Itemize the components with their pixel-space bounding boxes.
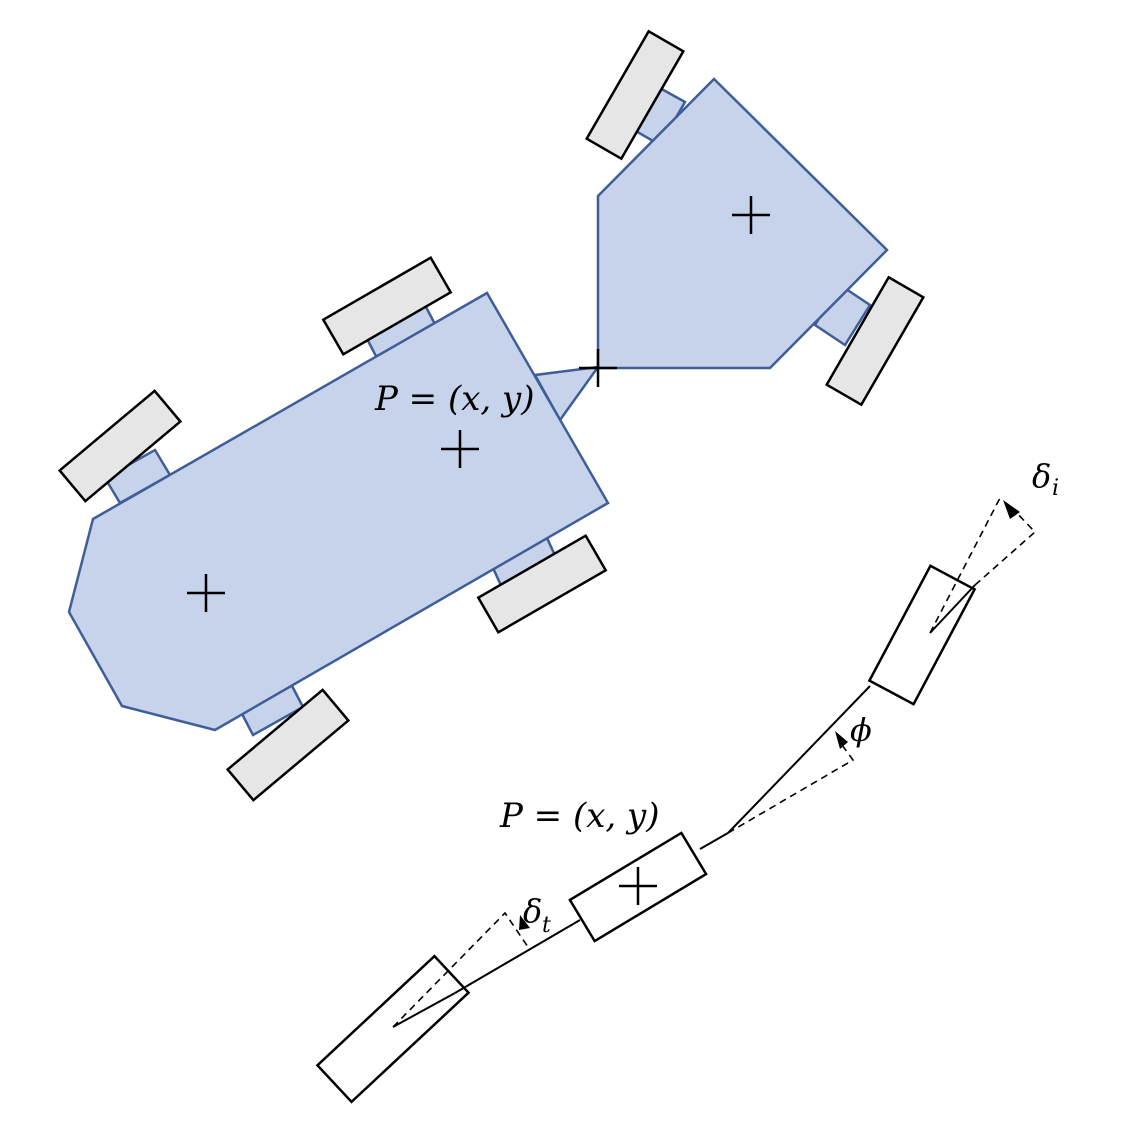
delta-t-label: δ t bbox=[523, 892, 551, 938]
phi-reference-line bbox=[727, 744, 855, 834]
delta-t-symbol: δ bbox=[523, 892, 542, 930]
delta-i-reference-line bbox=[974, 505, 1037, 586]
delta-t-arrowhead bbox=[519, 915, 530, 930]
rear-schematic-wheel bbox=[315, 954, 471, 1104]
hitch-point-cross bbox=[579, 349, 617, 387]
rear-body-lower-cross bbox=[187, 574, 225, 612]
delta-i-label: δ i bbox=[1032, 457, 1059, 501]
phi-arrowhead bbox=[835, 731, 848, 749]
delta-t-reference-line bbox=[392, 911, 529, 1028]
rear-body-upper-cross bbox=[441, 430, 479, 468]
delta-i-arrowhead bbox=[1003, 500, 1020, 519]
rear-top-wheel bbox=[321, 255, 453, 357]
rear-body bbox=[67, 291, 610, 732]
front-body bbox=[596, 77, 889, 370]
phi-label: ϕ bbox=[850, 711, 872, 749]
front-body-center-cross bbox=[732, 196, 770, 234]
rear-left-wheel bbox=[57, 389, 183, 503]
rear-bottom-wheel bbox=[225, 688, 351, 802]
mid-link-rear bbox=[454, 919, 581, 994]
front-lower-wheel bbox=[824, 275, 926, 407]
rear-wheel-line bbox=[392, 992, 456, 1028]
p-top-label: P = (x, y) bbox=[374, 379, 535, 419]
schematic: P = (x, y) δ i ϕ δ t bbox=[315, 457, 1059, 1104]
schematic-center-cross bbox=[619, 867, 657, 905]
front-upper-wheel bbox=[584, 29, 686, 161]
delta-i-subscript: i bbox=[1052, 476, 1059, 501]
delta-t-subscript: t bbox=[542, 913, 551, 938]
front-axle-link bbox=[727, 685, 871, 834]
wheels bbox=[57, 29, 926, 802]
delta-i-symbol: δ bbox=[1032, 457, 1051, 495]
front-wheel-line bbox=[929, 584, 976, 634]
front-schematic-wheel bbox=[867, 564, 977, 706]
middle-schematic-wheel bbox=[568, 831, 708, 943]
rear-right-wheel bbox=[476, 533, 608, 635]
delta-i-ray bbox=[929, 497, 1001, 634]
mid-link-front bbox=[699, 832, 729, 850]
p-bottom-label: P = (x, y) bbox=[499, 796, 660, 836]
shaded-vehicle: P = (x, y) bbox=[57, 29, 926, 802]
